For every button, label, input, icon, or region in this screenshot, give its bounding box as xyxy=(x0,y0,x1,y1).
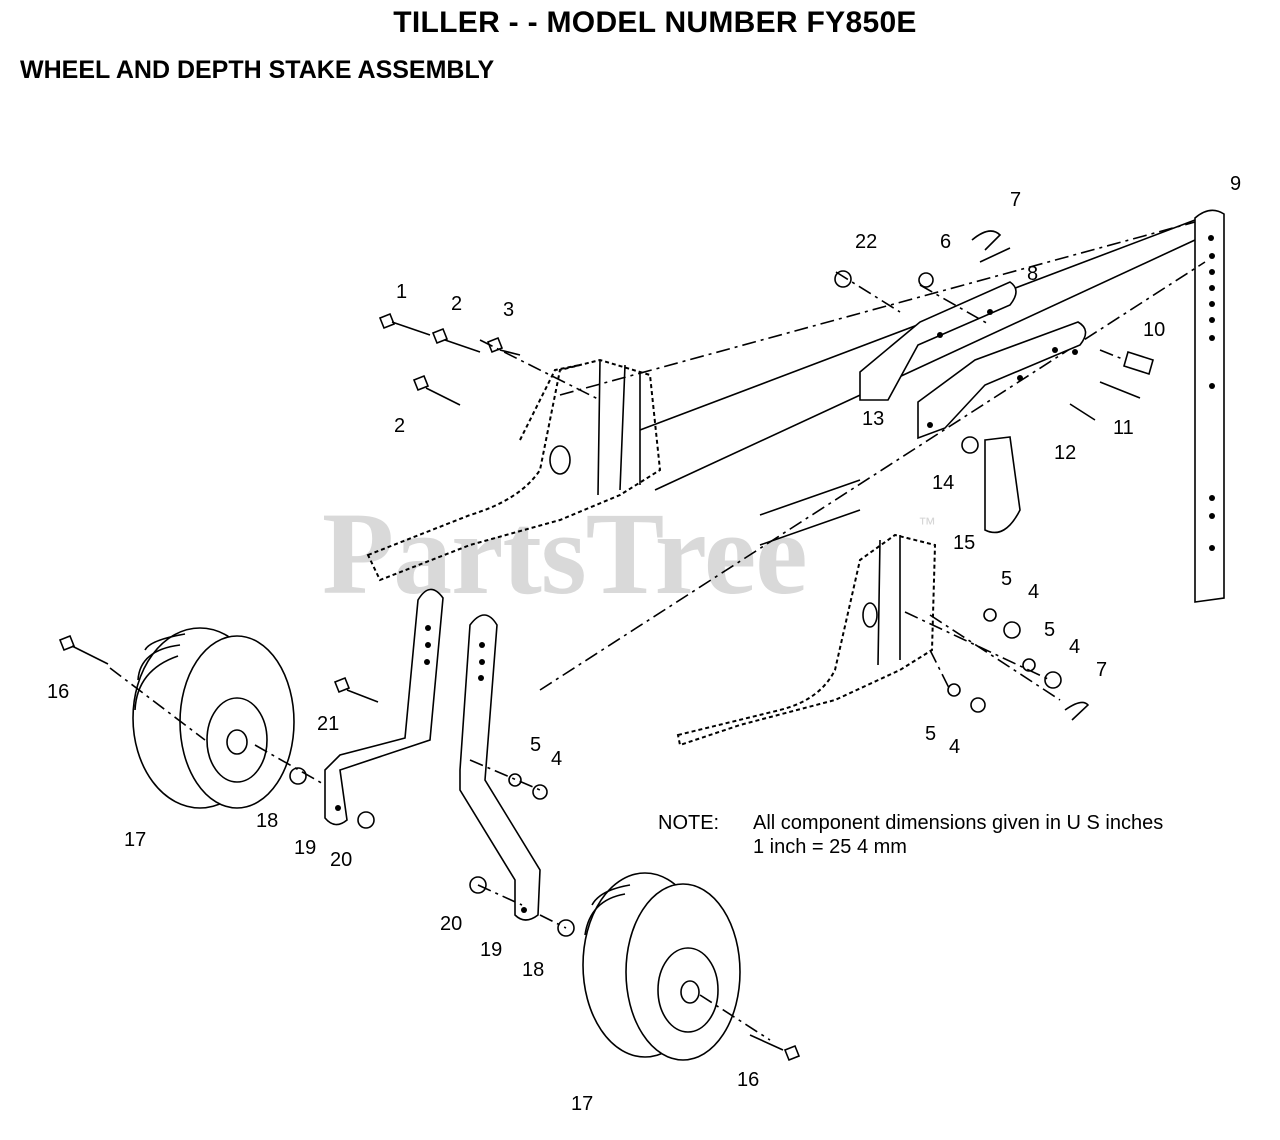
callout-22: 22 xyxy=(855,231,877,253)
assembly-lines xyxy=(109,271,1126,1041)
callout-10: 10 xyxy=(1143,319,1165,341)
wheel-right xyxy=(582,872,741,1061)
callout-12: 12 xyxy=(1054,442,1076,464)
callout-2: 2 xyxy=(394,415,405,437)
callout-18: 18 xyxy=(256,810,278,832)
callout-6: 6 xyxy=(940,231,951,253)
hitch-pin-assembly xyxy=(961,436,1021,534)
hardware-washers-nuts xyxy=(289,230,1090,937)
diagram-subtitle: WHEEL AND DEPTH STAKE ASSEMBLY xyxy=(20,56,495,84)
note-label: NOTE: xyxy=(658,812,720,834)
callout-2: 2 xyxy=(451,293,462,315)
wheel-bracket-right xyxy=(459,614,541,921)
diagram-title: TILLER - - MODEL NUMBER FY850E xyxy=(393,6,917,39)
watermark-trademark: ™ xyxy=(918,514,936,534)
callout-15: 15 xyxy=(953,532,975,554)
depth-stake-bar xyxy=(1194,209,1225,603)
wheel-left xyxy=(132,627,295,809)
callout-5: 5 xyxy=(530,734,541,756)
callout-21: 21 xyxy=(317,713,339,735)
callout-4: 4 xyxy=(949,736,960,758)
callout-3: 3 xyxy=(503,299,514,321)
callout-17: 17 xyxy=(124,829,146,851)
callout-17: 17 xyxy=(571,1093,593,1115)
watermark-logo: PartsTree xyxy=(322,488,808,619)
callout-20: 20 xyxy=(330,849,352,871)
callout-14: 14 xyxy=(932,472,954,494)
callout-1: 1 xyxy=(396,281,407,303)
callout-4: 4 xyxy=(551,748,562,770)
callout-16: 16 xyxy=(47,681,69,703)
right-frame-plate xyxy=(676,533,937,747)
callout-19: 19 xyxy=(480,939,502,961)
callout-8: 8 xyxy=(1027,263,1038,285)
callout-7: 7 xyxy=(1010,189,1021,211)
callout-4: 4 xyxy=(1069,636,1080,658)
note-line-1: All component dimensions given in U S in… xyxy=(753,812,1164,834)
note-line-2: 1 inch = 25 4 mm xyxy=(753,836,907,858)
dimension-note: NOTE: All component dimensions given in U… xyxy=(658,811,1163,859)
callout-13: 13 xyxy=(862,408,884,430)
bolts xyxy=(58,312,1154,1062)
callout-4: 4 xyxy=(1028,581,1039,603)
callout-18: 18 xyxy=(522,959,544,981)
wheel-bracket-left xyxy=(324,588,444,826)
left-frame-plate xyxy=(366,358,662,582)
callout-16: 16 xyxy=(737,1069,759,1091)
callout-5: 5 xyxy=(925,723,936,745)
depth-stake-bracket xyxy=(859,281,1087,440)
callout-5: 5 xyxy=(1001,568,1012,590)
callout-9: 9 xyxy=(1230,173,1241,195)
callout-7: 7 xyxy=(1096,659,1107,681)
callout-11: 11 xyxy=(1113,417,1134,439)
callout-5: 5 xyxy=(1044,619,1055,641)
callout-19: 19 xyxy=(294,837,316,859)
callout-labels: 1 2 2 3 4 4 4 4 5 5 5 5 6 7 7 8 9 10 11 … xyxy=(47,173,1241,1115)
callout-20: 20 xyxy=(440,913,462,935)
